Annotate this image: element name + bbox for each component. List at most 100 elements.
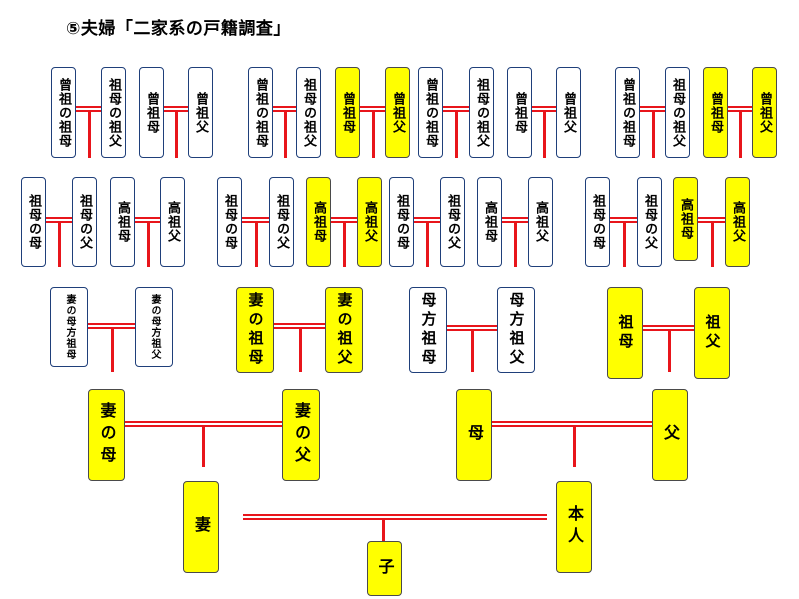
- person-label: 妻: [192, 516, 211, 538]
- person-box-row2-4: 高祖父: [160, 177, 185, 267]
- person-label: 曾祖の祖母: [620, 77, 635, 148]
- person-label: 高祖父: [533, 201, 548, 243]
- person-box-row1-3: 曾祖母: [139, 67, 164, 158]
- connector-line: [711, 221, 714, 267]
- person-label: 祖母の母: [222, 194, 237, 250]
- connector-line: [668, 329, 671, 372]
- person-label: 高祖母: [482, 201, 497, 243]
- person-box-row5-1: 妻: [183, 481, 219, 573]
- person-label: 祖母の祖父: [301, 77, 316, 148]
- connector-line: [623, 221, 626, 267]
- person-box-row3-4: 妻の祖父: [325, 287, 363, 373]
- person-box-row1-2: 祖母の祖父: [101, 67, 126, 158]
- person-label: 母方祖母: [419, 292, 438, 368]
- person-label: 妻の祖父: [335, 292, 354, 368]
- connector-line: [164, 106, 188, 108]
- person-box-row2-10: 祖母の父: [440, 177, 465, 267]
- person-box-row4-4: 父: [652, 389, 688, 481]
- person-box-row1-9: 曾祖の祖母: [418, 67, 443, 158]
- person-box-row1-7: 曾祖母: [335, 67, 360, 158]
- person-box-row3-2: 妻の母方祖父: [135, 287, 173, 367]
- connector-line: [532, 106, 556, 108]
- person-label: 妻の祖母: [246, 292, 265, 368]
- connector-line: [76, 106, 101, 108]
- person-box-row2-2: 祖母の父: [72, 177, 97, 267]
- person-label: 高祖父: [165, 201, 180, 243]
- connector-line: [135, 217, 160, 219]
- connector-line: [125, 421, 282, 423]
- connector-line: [455, 110, 458, 158]
- person-label: 曾祖の祖母: [56, 77, 71, 148]
- person-label: 祖母の父: [445, 194, 460, 250]
- connector-line: [111, 327, 114, 372]
- person-label: 祖母の祖父: [106, 77, 121, 148]
- connector-line: [274, 323, 325, 325]
- person-box-row2-1: 祖母の母: [21, 177, 46, 267]
- connector-line: [273, 106, 296, 108]
- person-label: 曾祖母: [512, 91, 527, 134]
- connector-line: [147, 221, 150, 267]
- connector-line: [58, 221, 61, 267]
- person-box-row4-2: 妻の父: [282, 389, 320, 481]
- person-box-row4-3: 母: [456, 389, 492, 481]
- connector-line: [443, 106, 469, 108]
- person-label: 祖母の父: [77, 194, 92, 250]
- person-box-row1-5: 曾祖の祖母: [248, 67, 273, 158]
- person-label: 曾祖母: [144, 91, 159, 134]
- connector-line: [502, 217, 528, 219]
- person-box-row1-10: 祖母の祖父: [469, 67, 494, 158]
- connector-line: [640, 106, 665, 108]
- person-label: 妻の母: [97, 402, 117, 468]
- connector-line: [175, 110, 178, 158]
- connector-line: [242, 217, 269, 219]
- person-box-row2-11: 高祖母: [477, 177, 502, 267]
- person-box-child: 子: [367, 541, 402, 596]
- connector-line: [372, 110, 375, 158]
- person-box-row1-8: 曾祖父: [385, 67, 410, 158]
- person-label: 祖母の母: [394, 194, 409, 250]
- connector-line: [739, 110, 742, 158]
- person-box-row3-7: 祖母: [607, 287, 643, 379]
- person-label: 祖母の祖父: [670, 77, 685, 148]
- person-box-row2-12: 高祖父: [528, 177, 553, 267]
- person-box-row1-12: 曾祖父: [556, 67, 581, 158]
- connector-line: [610, 217, 637, 219]
- person-label: 祖母の母: [26, 194, 41, 250]
- person-box-row2-15: 高祖母: [673, 177, 698, 261]
- connector-line: [255, 221, 258, 267]
- person-box-row5-2: 本人: [556, 481, 592, 573]
- connector-line: [573, 425, 576, 467]
- person-box-row2-14: 祖母の父: [637, 177, 662, 267]
- person-label: 曾祖母: [340, 91, 355, 134]
- person-box-row1-16: 曾祖父: [752, 67, 777, 158]
- person-box-row3-3: 妻の祖母: [236, 287, 274, 373]
- connector-line: [243, 514, 547, 516]
- person-label: 祖父: [703, 314, 722, 352]
- connector-line: [382, 518, 385, 541]
- person-box-row3-6: 母方祖父: [497, 287, 535, 373]
- person-label: 曾祖父: [561, 91, 576, 134]
- person-box-row1-13: 曾祖の祖母: [615, 67, 640, 158]
- person-label: 高祖父: [362, 201, 377, 243]
- person-label: 父: [661, 424, 680, 446]
- person-label: 母: [465, 424, 484, 446]
- person-label: 祖母の祖父: [474, 77, 489, 148]
- connector-line: [243, 518, 547, 520]
- person-label: 祖母の父: [642, 194, 657, 250]
- person-label: 妻の母方祖母: [64, 294, 75, 360]
- person-label: 曾祖の祖母: [423, 77, 438, 148]
- person-box-row3-8: 祖父: [694, 287, 730, 379]
- connector-line: [652, 110, 655, 158]
- connector-line: [492, 421, 652, 423]
- person-label: 曾祖母: [708, 91, 723, 134]
- person-label: 母方祖父: [507, 292, 526, 368]
- connector-line: [299, 327, 302, 372]
- person-label: 高祖母: [115, 201, 130, 243]
- person-label: 高祖父: [730, 201, 745, 243]
- person-label: 妻の父: [292, 402, 311, 468]
- person-label: 本人: [565, 505, 584, 549]
- person-label: 祖母: [616, 314, 635, 352]
- connector-line: [643, 325, 694, 327]
- person-label: 祖母の父: [274, 194, 289, 250]
- connector-line: [698, 217, 725, 219]
